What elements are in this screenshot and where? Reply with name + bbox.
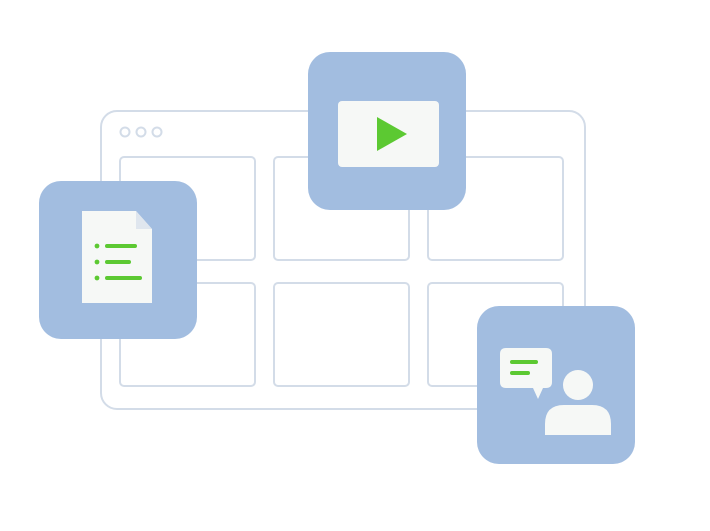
window-dot-2: [135, 126, 147, 138]
person-icon: [545, 370, 611, 435]
support-card: [477, 306, 635, 464]
speech-line-1: [510, 360, 538, 364]
speech-line-2: [510, 371, 530, 375]
person-body: [545, 405, 611, 435]
document-list-lines: [94, 243, 142, 281]
window-dot-3: [151, 126, 163, 138]
video-card: [308, 52, 466, 210]
document-page-fold: [136, 211, 152, 229]
window-controls: [119, 126, 163, 138]
document-card: [39, 181, 197, 339]
grid-tile-5: [273, 282, 410, 387]
document-list-icon: [82, 211, 152, 303]
window-dot-1: [119, 126, 131, 138]
speech-bubble-icon: [500, 348, 552, 399]
person-head: [563, 370, 593, 400]
play-icon: [377, 117, 407, 151]
